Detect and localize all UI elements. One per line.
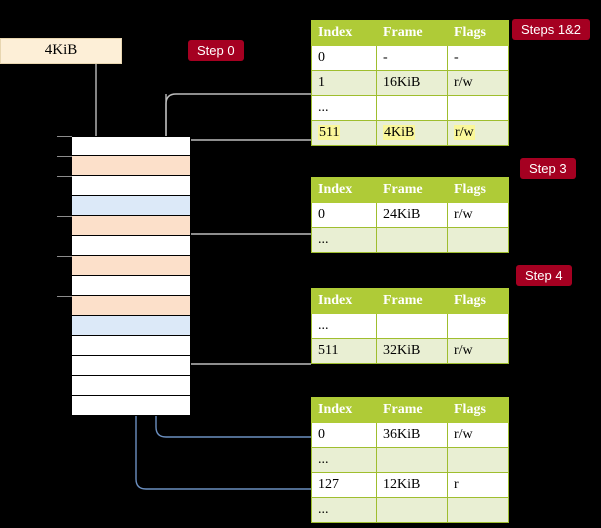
table-header-row: Index Frame Flags <box>311 288 509 314</box>
cell-frame: 36KiB <box>376 422 448 448</box>
cell-frame <box>376 497 448 523</box>
table-row: 127 12KiB r <box>311 472 509 498</box>
cell-frame <box>376 313 448 339</box>
cell-index: 1 <box>311 70 377 96</box>
page-table-level-2: Index Frame Flags ... 511 32KiB r/w <box>311 288 509 364</box>
cell-index: 511 <box>311 338 377 364</box>
page-table-level-3: Index Frame Flags 0 36KiB r/w ... 127 12… <box>311 397 509 523</box>
table-row: ... <box>311 227 509 253</box>
page-table-level-0: Index Frame Flags 0 - - 1 16KiB r/w ... … <box>311 20 509 146</box>
memory-row <box>71 336 191 356</box>
cell-frame <box>376 447 448 473</box>
memory-row-tick <box>57 296 72 297</box>
cell-frame: 24KiB <box>376 202 448 228</box>
table-row: 511 4KiB r/w <box>311 120 509 146</box>
cell-index: ... <box>311 95 377 121</box>
column-header-flags: Flags <box>447 397 509 423</box>
memory-row <box>71 316 191 336</box>
cell-index: ... <box>311 447 377 473</box>
table-header-row: Index Frame Flags <box>311 177 509 203</box>
memory-row-tick <box>57 256 72 257</box>
cell-index: ... <box>311 313 377 339</box>
cell-index: 511 <box>311 120 377 146</box>
column-header-frame: Frame <box>376 20 448 46</box>
source-frame-label: 4KiB <box>44 42 78 58</box>
memory-row-tick <box>57 136 72 137</box>
table-row: ... <box>311 313 509 339</box>
cell-frame: 16KiB <box>376 70 448 96</box>
cell-flags: r/w <box>447 70 509 96</box>
cell-flags: r/w <box>447 422 509 448</box>
cell-flags: r/w <box>447 338 509 364</box>
table-row: ... <box>311 447 509 473</box>
cell-flags <box>447 95 509 121</box>
memory-row <box>71 196 191 216</box>
column-header-flags: Flags <box>447 177 509 203</box>
cell-frame: 12KiB <box>376 472 448 498</box>
cell-flags: r/w <box>447 202 509 228</box>
column-header-frame: Frame <box>376 177 448 203</box>
cell-index: 0 <box>311 202 377 228</box>
cell-frame: 4KiB <box>376 120 448 146</box>
page-table-level-1: Index Frame Flags 0 24KiB r/w ... <box>311 177 509 253</box>
cell-frame <box>376 227 448 253</box>
memory-row <box>71 276 191 296</box>
column-header-frame: Frame <box>376 397 448 423</box>
memory-row <box>71 256 191 276</box>
memory-row-tick <box>57 216 72 217</box>
column-header-index: Index <box>311 20 377 46</box>
table-row: 0 24KiB r/w <box>311 202 509 228</box>
cell-index: ... <box>311 227 377 253</box>
badge-step-4: Step 4 <box>516 265 572 286</box>
table-row: 1 16KiB r/w <box>311 70 509 96</box>
cell-flags <box>447 497 509 523</box>
cell-flags <box>447 447 509 473</box>
cell-frame-text: 4KiB <box>383 125 416 140</box>
column-header-flags: Flags <box>447 288 509 314</box>
table-row: 0 - - <box>311 45 509 71</box>
column-header-index: Index <box>311 288 377 314</box>
memory-row-tick <box>57 156 72 157</box>
cell-index-text: 511 <box>318 125 341 140</box>
table-row: ... <box>311 95 509 121</box>
badge-steps-1-2: Steps 1&2 <box>512 19 590 40</box>
memory-row <box>71 216 191 236</box>
memory-row <box>71 376 191 396</box>
table-header-row: Index Frame Flags <box>311 20 509 46</box>
table-row: 511 32KiB r/w <box>311 338 509 364</box>
cell-flags: r <box>447 472 509 498</box>
column-header-index: Index <box>311 397 377 423</box>
cell-frame <box>376 95 448 121</box>
cell-flags: r/w <box>447 120 509 146</box>
column-header-flags: Flags <box>447 20 509 46</box>
memory-row <box>71 236 191 256</box>
table-header-row: Index Frame Flags <box>311 397 509 423</box>
column-header-index: Index <box>311 177 377 203</box>
cell-index: 127 <box>311 472 377 498</box>
table-row: 0 36KiB r/w <box>311 422 509 448</box>
memory-row <box>71 156 191 176</box>
cell-index: 0 <box>311 422 377 448</box>
memory-row <box>71 136 191 156</box>
cell-frame: 32KiB <box>376 338 448 364</box>
memory-row <box>71 396 191 416</box>
column-header-frame: Frame <box>376 288 448 314</box>
physical-memory-column <box>71 136 191 416</box>
cell-index: 0 <box>311 45 377 71</box>
cell-flags <box>447 227 509 253</box>
badge-step-0: Step 0 <box>188 40 244 61</box>
table-row: ... <box>311 497 509 523</box>
source-frame-box: 4KiB <box>0 38 122 64</box>
cell-frame: - <box>376 45 448 71</box>
memory-row <box>71 356 191 376</box>
memory-row <box>71 296 191 316</box>
badge-step-3: Step 3 <box>520 158 576 179</box>
cell-flags: - <box>447 45 509 71</box>
cell-flags <box>447 313 509 339</box>
memory-row-tick <box>57 176 72 177</box>
cell-flags-text: r/w <box>454 125 475 140</box>
cell-index: ... <box>311 497 377 523</box>
memory-row <box>71 176 191 196</box>
